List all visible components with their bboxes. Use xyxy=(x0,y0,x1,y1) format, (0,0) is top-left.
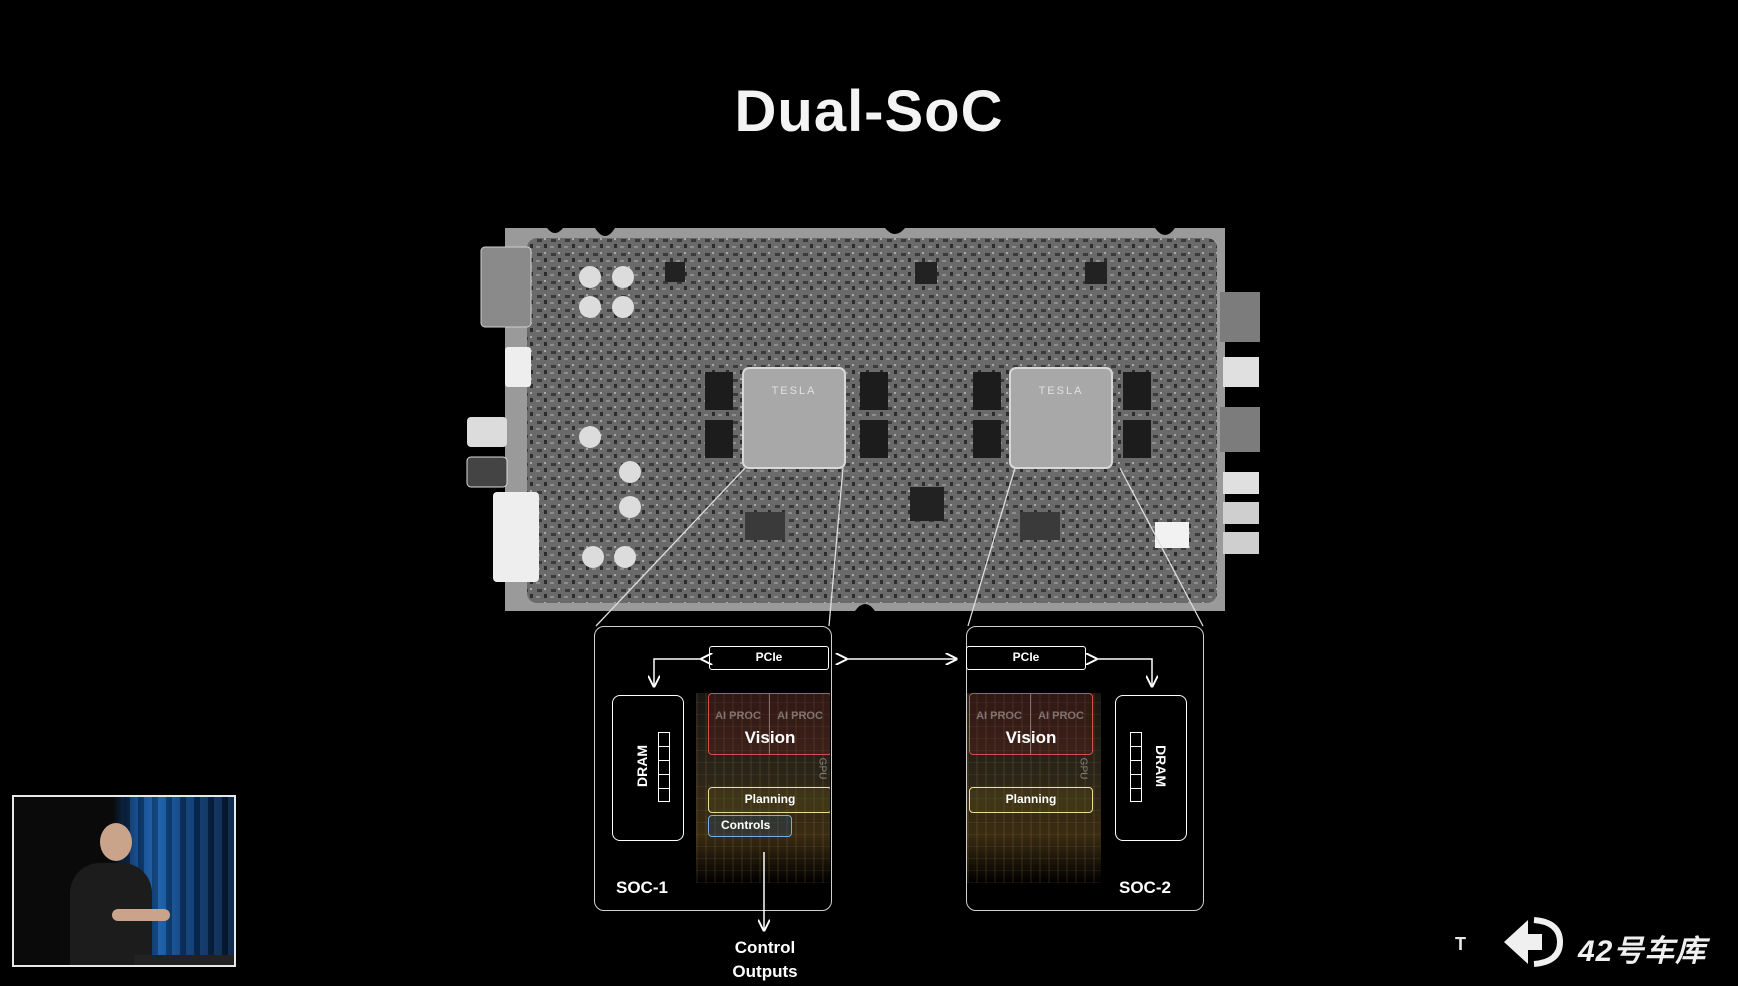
brand-logo-text: 42号车库 xyxy=(1578,935,1707,968)
soc-2-vision-region: AI PROC AI PROC Vision xyxy=(969,693,1093,755)
soc-2-gpu-label: GPU xyxy=(1077,757,1089,780)
soc-1-pcie-box: PCIe xyxy=(709,646,829,670)
soc-1-gpu-label: GPU xyxy=(816,757,828,780)
soc-2-label: SOC-2 xyxy=(1119,878,1171,897)
soc-1-ai-proc-left: AI PROC xyxy=(715,710,761,722)
soc-1-dram-box: DRAM xyxy=(612,695,684,841)
t-logo: T xyxy=(1455,934,1466,954)
chip-2-brand: TESLA xyxy=(1039,385,1084,397)
soc-2-dram-label: DRAM xyxy=(1153,745,1169,787)
presenter-head xyxy=(100,823,132,861)
soc-1-vision-region: AI PROC AI PROC Vision xyxy=(708,693,830,755)
soc-1-controls-box: Controls xyxy=(708,815,792,837)
soc-1-dram-label: DRAM xyxy=(634,745,650,787)
soc-2-dram-cells xyxy=(1130,732,1142,802)
soc-1-die: AI PROC AI PROC Vision GPU Planning Cont… xyxy=(696,693,830,883)
presenter-video-inset xyxy=(12,795,236,967)
soc-2-panel xyxy=(966,626,1204,911)
soc-1-ai-proc-right: AI PROC xyxy=(777,710,823,722)
soc-2-dram-box: DRAM xyxy=(1115,695,1187,841)
control-outputs-line1: Control xyxy=(734,938,796,957)
soc-1-dram-cells xyxy=(658,732,670,802)
slide-title: Dual-SoC xyxy=(734,79,1004,144)
soc-2-planning-box: Planning xyxy=(969,787,1093,813)
soc-2-pcie-box: PCIe xyxy=(966,646,1086,670)
soc-2-vision-label: Vision xyxy=(1005,728,1057,747)
soc-2-ai-proc-left: AI PROC xyxy=(976,710,1022,722)
soc-1-vision-label: Vision xyxy=(744,728,796,747)
soc-2-die: AI PROC AI PROC Vision GPU Planning xyxy=(967,693,1101,883)
soc-1-planning-box: Planning xyxy=(708,787,830,813)
brand-logo-icon xyxy=(1504,917,1564,967)
control-outputs-line2: Outputs xyxy=(732,962,798,981)
soc-2-ai-proc-right: AI PROC xyxy=(1038,710,1084,722)
chip-1-brand: TESLA xyxy=(772,385,817,397)
soc-1-label: SOC-1 xyxy=(616,878,668,897)
control-outputs-label: Control Outputs xyxy=(700,936,830,984)
soc-1-panel xyxy=(594,626,832,911)
presenter-arm xyxy=(112,909,170,921)
circuit-board-image: TESLA TESLA xyxy=(465,222,1285,617)
